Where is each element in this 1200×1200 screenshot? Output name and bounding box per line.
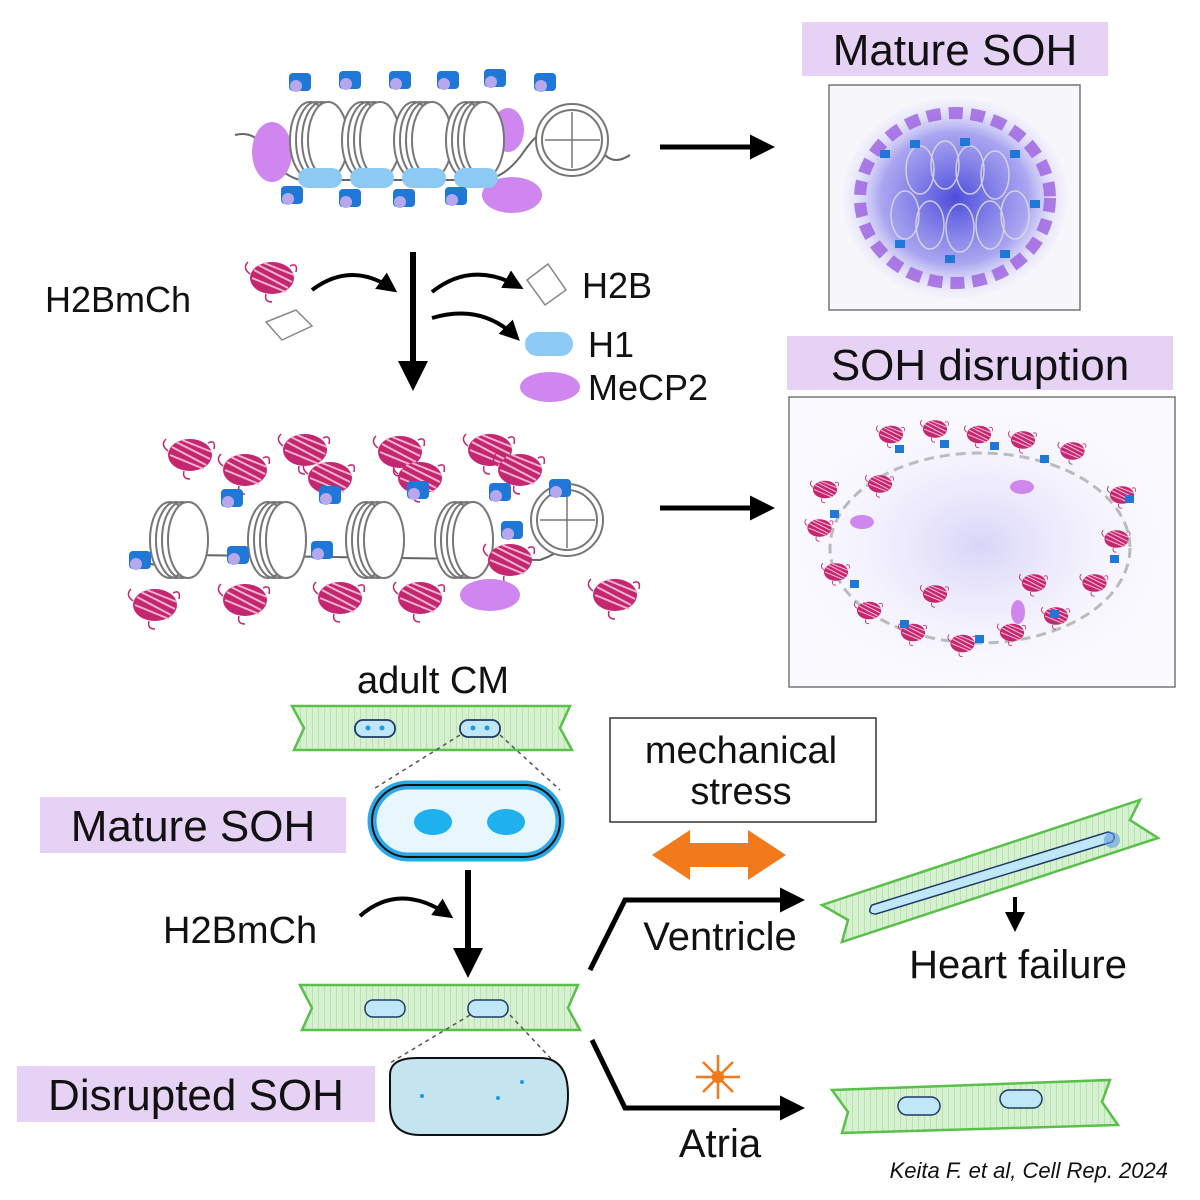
citation: Keita F. et al, Cell Rep. 2024 <box>890 1158 1168 1183</box>
mature-soh-panel <box>828 84 1081 311</box>
mechanical-stress-box <box>609 717 877 823</box>
disrupted-soh-label-bg <box>17 1066 375 1122</box>
nucleosome-array-mature <box>234 69 631 213</box>
legend-h1: H1 <box>588 324 634 365</box>
adult-cm-label: adult CM <box>357 660 509 702</box>
mecp2-icon <box>482 177 542 213</box>
mature-soh-title-bg <box>802 22 1108 76</box>
mecp2-icon <box>520 372 580 402</box>
arrow-h2b-out <box>430 270 524 294</box>
arrow-h1-out <box>431 311 520 341</box>
stress-line-2: stress <box>690 771 791 813</box>
stress-line-1: mechanical <box>645 730 837 772</box>
mature-nucleus-zoom <box>367 780 565 862</box>
h1-icon <box>525 332 573 356</box>
arrow-atria <box>589 1038 805 1121</box>
ventricle-label: Ventricle <box>643 915 796 959</box>
cardiomyocyte-ventricle <box>818 797 1161 944</box>
arrow-ventricle <box>587 887 805 972</box>
cardiomyocyte-atria <box>829 1078 1121 1135</box>
cardiomyocyte-adult <box>289 704 575 752</box>
double-arrow-icon <box>652 830 786 880</box>
nucleosome-array-disrupted <box>127 433 641 630</box>
soh-disruption-title-bg <box>787 336 1173 390</box>
h2bmch-barrel-icon <box>244 261 314 341</box>
legend-mecp2: MeCP2 <box>588 367 708 408</box>
legend-h2b: H2B <box>582 265 652 306</box>
soh-disruption-title: SOH disruption <box>831 341 1129 390</box>
h2b-icon <box>525 262 568 307</box>
mature-soh-label: Mature SOH <box>71 802 316 851</box>
disrupted-nucleus-zoom <box>389 1056 570 1136</box>
arrow-h2bmch-in-bottom <box>358 896 454 919</box>
h2bmch-label-bottom: H2BmCh <box>163 910 317 952</box>
burst-icon <box>696 1055 740 1099</box>
mature-soh-title: Mature SOH <box>833 26 1078 75</box>
atria-label: Atria <box>679 1122 762 1166</box>
soh-disruption-panel <box>788 396 1176 688</box>
mature-soh-label-bg <box>40 797 346 853</box>
disrupted-soh-label: Disrupted SOH <box>48 1071 344 1120</box>
arrow-h2bmch-in <box>310 272 398 293</box>
cardiomyocyte-disrupted <box>297 983 583 1032</box>
heart-failure-label: Heart failure <box>909 943 1127 987</box>
mecp2-icon <box>252 122 292 182</box>
h2bmch-label-top: H2BmCh <box>45 279 191 320</box>
